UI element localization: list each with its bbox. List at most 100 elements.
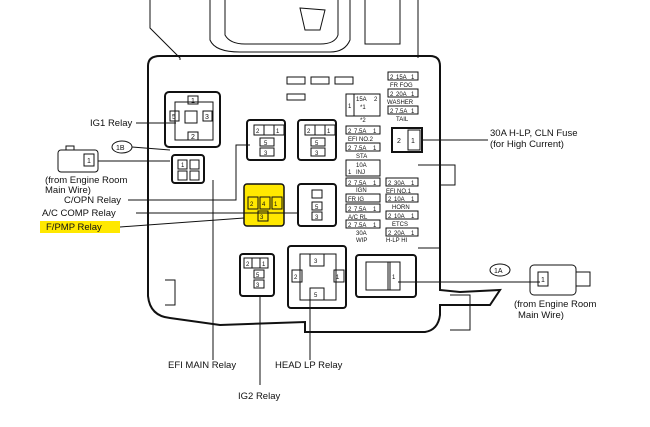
svg-text:10A: 10A (394, 197, 405, 203)
hlp-fuse-label-1: 30A H-LP, CLN Fuse (490, 128, 577, 139)
svg-text:2: 2 (390, 92, 394, 98)
svg-text:A/C RL: A/C RL (348, 215, 368, 221)
svg-text:1: 1 (411, 197, 415, 203)
svg-text:3: 3 (260, 215, 264, 221)
svg-text:STA: STA (356, 154, 367, 160)
svg-text:2: 2 (294, 275, 298, 281)
indicator-slot (286, 76, 306, 85)
svg-text:2: 2 (348, 129, 352, 135)
svg-text:7.5A: 7.5A (395, 109, 407, 115)
efi-main-relay-label: EFI MAIN Relay (168, 360, 236, 371)
relay-socket-1: 2 1 5 3 (246, 119, 286, 161)
svg-text:3: 3 (205, 114, 209, 121)
svg-text:EFI NO.2: EFI NO.2 (348, 137, 374, 143)
svg-text:2: 2 (348, 207, 352, 213)
svg-text:2: 2 (256, 129, 260, 135)
svg-text:5: 5 (315, 205, 319, 211)
connector-1a-tag: 1A (489, 263, 511, 277)
svg-text:2: 2 (390, 75, 394, 81)
connector-1b-tag: 1B (111, 140, 133, 154)
svg-text:1: 1 (411, 138, 415, 145)
high-current-fuse: 2 1 (391, 127, 423, 153)
svg-text:IGN: IGN (356, 188, 367, 194)
svg-text:5: 5 (256, 273, 260, 279)
svg-text:3: 3 (315, 215, 319, 221)
svg-text:1: 1 (373, 146, 377, 152)
svg-text:3: 3 (264, 151, 268, 157)
svg-text:1: 1 (411, 109, 415, 115)
svg-text:FR IG: FR IG (348, 197, 364, 203)
svg-text:2: 2 (388, 197, 392, 203)
fuse-column-middle: 2 7.5A 1 EFI NO.2 2 7.5A 1 STA 10A 1 INJ… (345, 125, 381, 244)
svg-text:7.5A: 7.5A (354, 129, 366, 135)
fpmp-label-highlight (40, 221, 120, 233)
svg-text:H-LP HI: H-LP HI (386, 238, 408, 244)
svg-text:1: 1 (274, 202, 278, 208)
svg-text:2: 2 (250, 202, 254, 208)
svg-text:5: 5 (314, 293, 318, 299)
svg-text:10A: 10A (394, 214, 405, 220)
svg-text:30A: 30A (356, 231, 367, 237)
svg-text:15A: 15A (396, 75, 407, 81)
fpmp-relay-label: F/PMP Relay (46, 222, 102, 233)
svg-text:1: 1 (541, 277, 545, 284)
svg-text:1: 1 (411, 181, 415, 187)
svg-text:20A: 20A (394, 231, 405, 237)
fuse-block-outline (147, 55, 502, 333)
svg-text:ETCS: ETCS (392, 222, 408, 228)
svg-text:2: 2 (397, 138, 401, 145)
fuse-column-right: 2 15A 1 FR FOG 2 20A 1 WASHER 2 7.5A 1 T… (387, 71, 419, 123)
svg-text:10A: 10A (356, 163, 367, 169)
svg-text:TAIL: TAIL (396, 117, 409, 123)
svg-text:5: 5 (264, 141, 268, 147)
indicator-slot (286, 93, 306, 101)
indicator-slot (310, 76, 330, 85)
block-connector-right: 1 (355, 254, 417, 298)
svg-text:FR FOG: FR FOG (390, 83, 413, 89)
svg-text:1: 1 (348, 104, 352, 110)
hlp-fuse-label-2: (for High Current) (490, 139, 564, 150)
svg-text:7.5A: 7.5A (354, 207, 366, 213)
svg-text:1: 1 (411, 75, 415, 81)
indicator-slot (334, 76, 354, 85)
svg-text:2: 2 (348, 223, 352, 229)
svg-text:2: 2 (307, 129, 311, 135)
svg-text:*1: *1 (360, 105, 366, 111)
from-engine-room-left-1: (from Engine Room (45, 175, 127, 186)
svg-text:1: 1 (327, 129, 331, 135)
fuse-column-right-bottom: 2 30A 1 EFI NO.1 2 10A 1 HORN 2 10A 1 ET… (385, 177, 419, 244)
relay-socket-3: 5 3 (297, 183, 337, 227)
svg-text:7.5A: 7.5A (354, 146, 366, 152)
svg-text:1: 1 (262, 262, 266, 268)
svg-text:1: 1 (373, 129, 377, 135)
svg-text:3: 3 (314, 259, 318, 265)
svg-text:2: 2 (388, 214, 392, 220)
svg-text:5: 5 (315, 141, 319, 147)
upper-housing (149, 0, 419, 60)
svg-text:2: 2 (348, 181, 352, 187)
svg-text:5: 5 (172, 114, 176, 121)
svg-text:1: 1 (348, 170, 352, 176)
svg-text:1: 1 (181, 163, 185, 169)
svg-text:2: 2 (390, 109, 394, 115)
svg-text:2: 2 (388, 231, 392, 237)
svg-text:EFI NO.1: EFI NO.1 (386, 189, 412, 195)
svg-text:3: 3 (256, 283, 260, 289)
svg-text:HORN: HORN (392, 205, 410, 211)
svg-text:15A: 15A (356, 97, 367, 103)
svg-text:4: 4 (262, 202, 266, 208)
svg-text:1: 1 (411, 231, 415, 237)
svg-text:2: 2 (246, 262, 250, 268)
svg-text:1: 1 (373, 223, 377, 229)
from-engine-room-right-1: (from Engine Room (514, 299, 596, 310)
svg-text:30A: 30A (394, 181, 405, 187)
from-engine-room-left-2: Main Wire) (45, 185, 91, 196)
svg-text:INJ: INJ (356, 170, 365, 176)
svg-text:7.5A: 7.5A (354, 223, 366, 229)
svg-text:1: 1 (87, 158, 91, 165)
svg-text:WASHER: WASHER (387, 100, 414, 106)
svg-text:3: 3 (315, 151, 319, 157)
fpmp-relay-socket: 2 4 1 3 (243, 183, 285, 227)
from-engine-room-right-2: Main Wire) (518, 310, 564, 321)
relay-socket-head-lp: 3 2 1 5 (287, 245, 347, 309)
